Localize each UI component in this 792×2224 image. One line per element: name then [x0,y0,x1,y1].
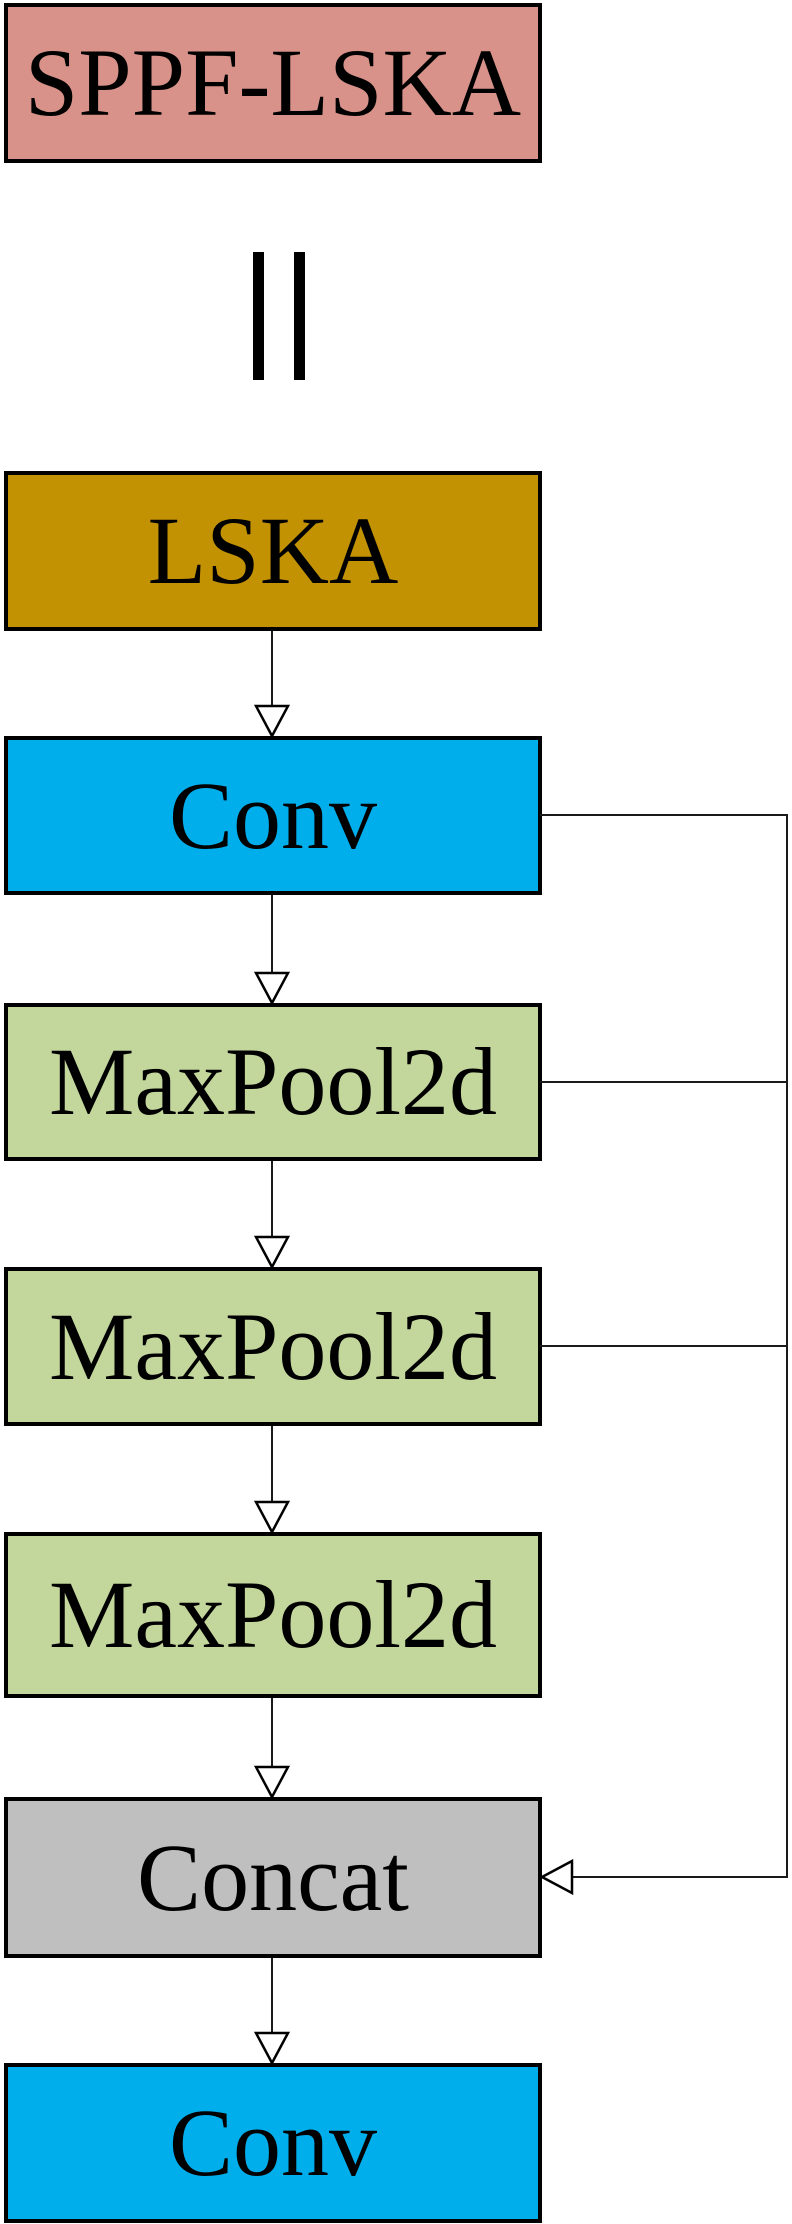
node-maxpool-2: MaxPool2d [4,1267,542,1426]
arrowhead-down-icon [254,1500,290,1534]
arrow-line-maxpool1-maxpool2 [271,1161,273,1237]
node-conv-2: Conv [4,2063,542,2223]
node-lska: LSKA [4,471,542,631]
skip-line-maxpool2 [540,1345,788,1347]
node-conv-1: Conv [4,736,542,895]
node-maxpool-3: MaxPool2d [4,1532,542,1698]
arrowhead-down-icon [254,2031,290,2065]
arrowhead-down-icon [254,704,290,738]
node-concat: Concat [4,1797,542,1958]
node-maxpool-1: MaxPool2d [4,1003,542,1161]
arrow-line-conv1-maxpool1 [271,895,273,973]
arrowhead-down-icon [254,971,290,1005]
arrowhead-down-icon [254,1765,290,1799]
equivalence-symbol [253,252,305,380]
arrowhead-left-icon [540,1859,574,1895]
arrow-line-maxpool3-concat [271,1698,273,1767]
arrow-line-maxpool2-maxpool3 [271,1426,273,1502]
arrow-line-concat-conv2 [271,1958,273,2033]
node-sppf-lska: SPPF-LSKA [4,3,542,163]
skip-line-conv1 [540,814,788,816]
arrowhead-down-icon [254,1235,290,1269]
skip-trunk-line [786,814,788,1878]
arrow-line-lska-conv1 [271,631,273,706]
equivalence-bar-left [253,252,264,380]
equivalence-bar-right [294,252,305,380]
skip-entry-line [571,1876,788,1878]
skip-line-maxpool1 [540,1081,788,1083]
